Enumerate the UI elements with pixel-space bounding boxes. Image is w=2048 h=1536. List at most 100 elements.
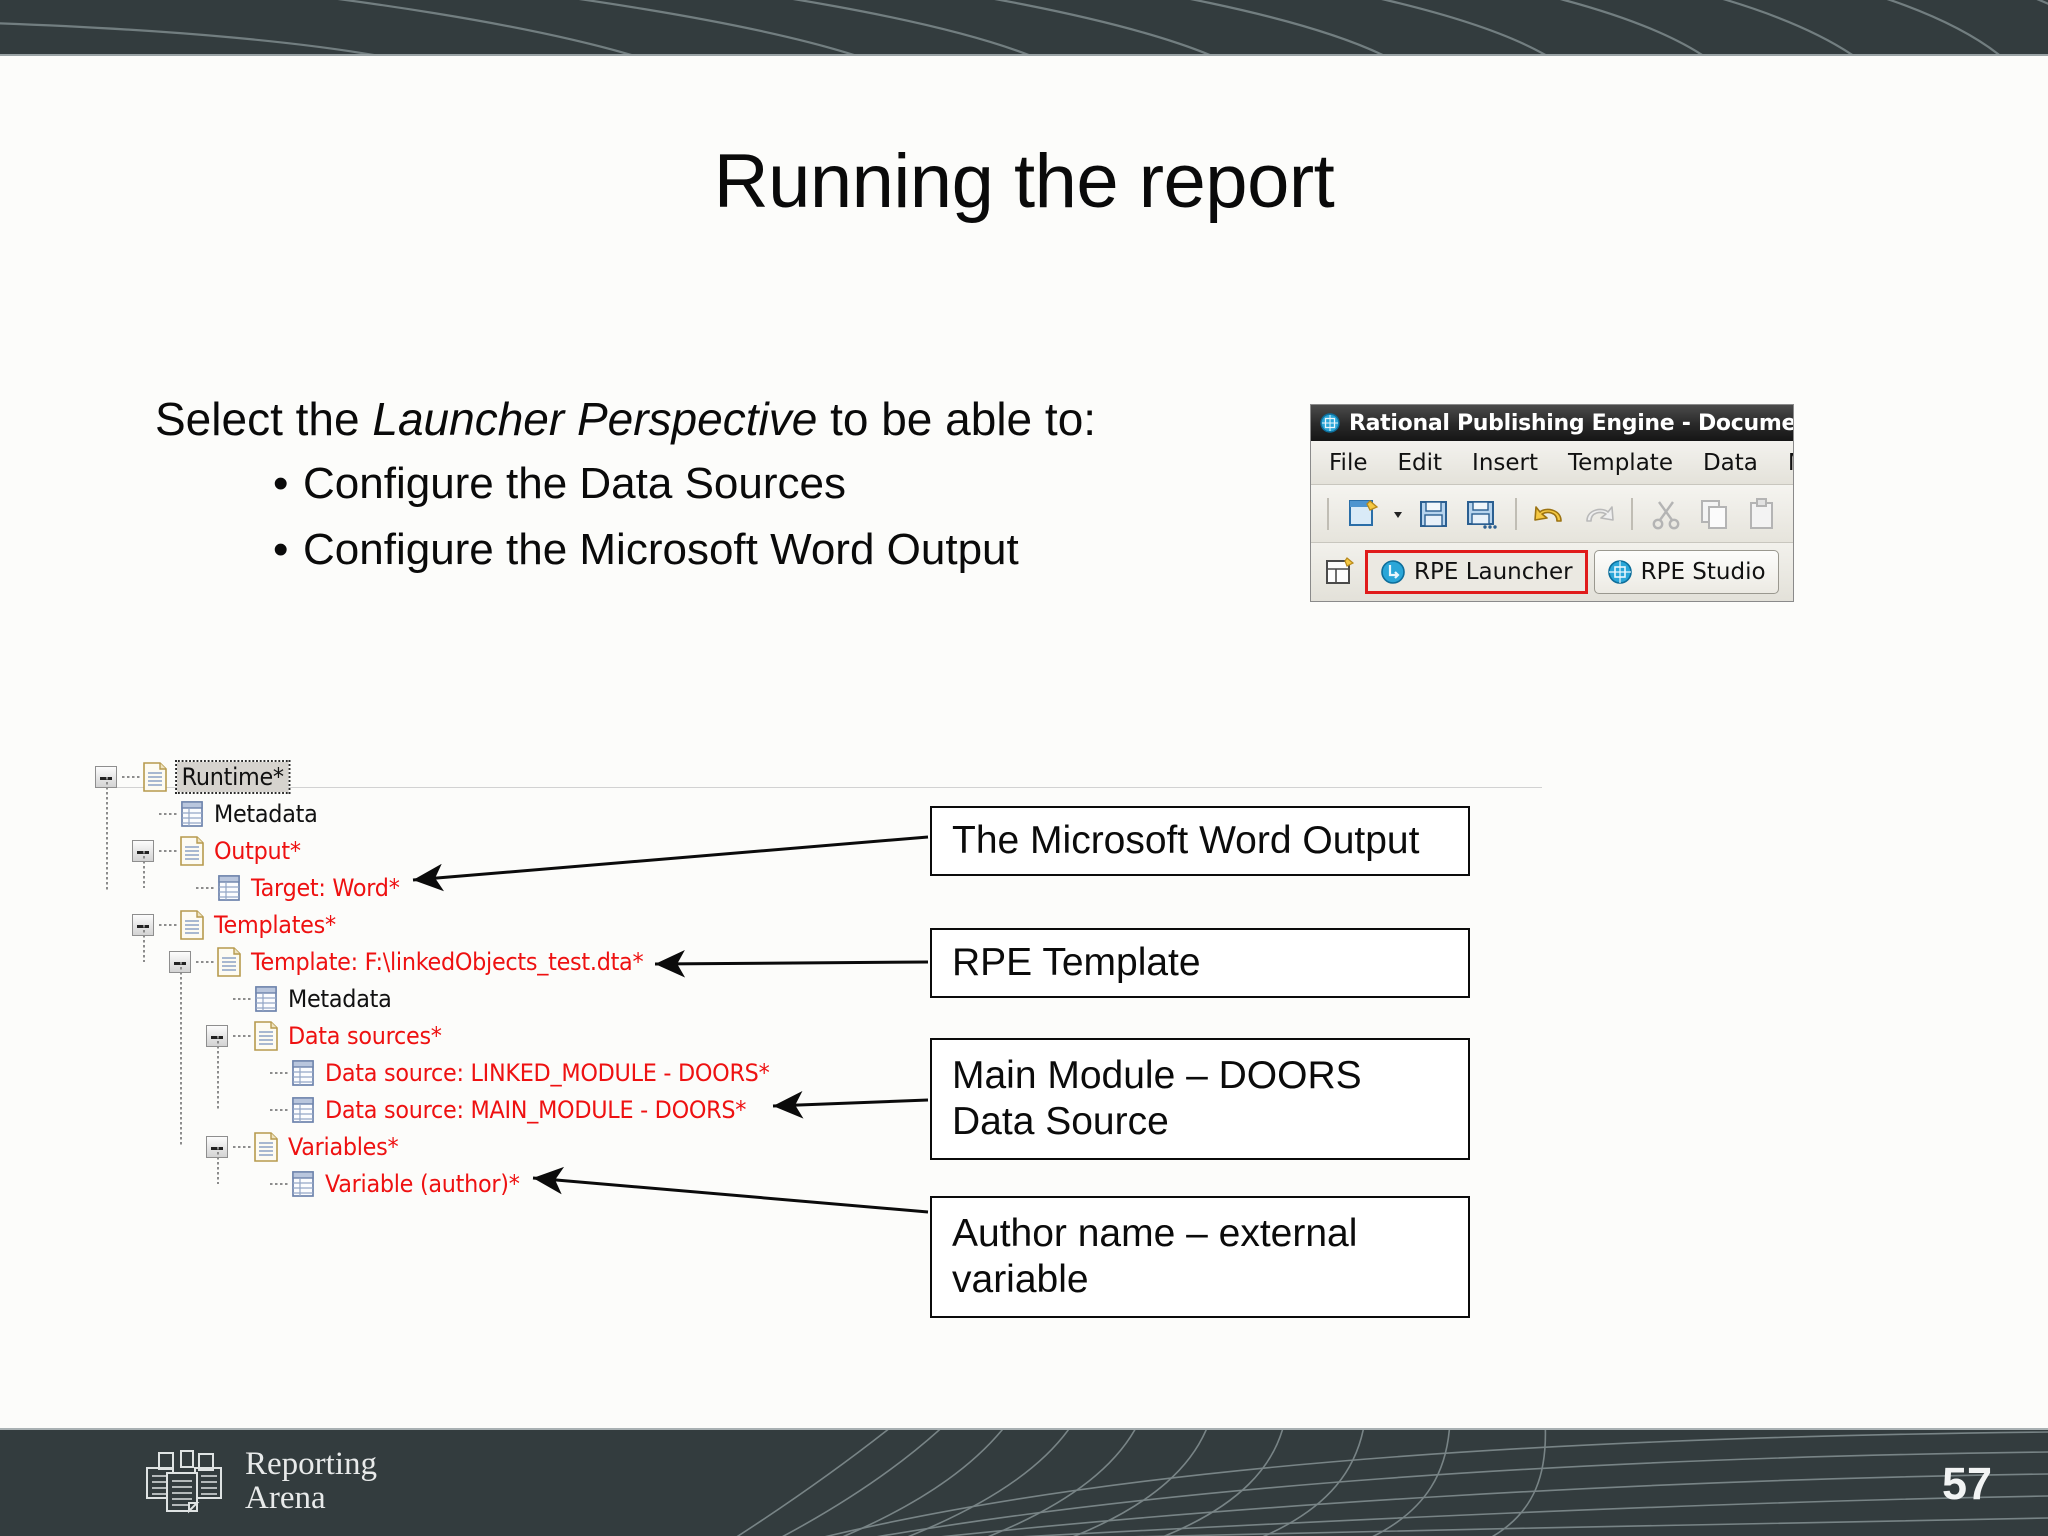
footer-mesh-pattern: [736, 1430, 2048, 1536]
cut-icon: [1652, 500, 1680, 529]
tree-node-output[interactable]: Output*: [95, 832, 803, 869]
body-text-block: Select the Launcher Perspective to be ab…: [155, 392, 1096, 578]
tree-connector-line: [217, 1036, 219, 1110]
tree-node-runtime[interactable]: Runtime*: [95, 758, 803, 795]
tree-node-label: Target: Word*: [251, 873, 400, 902]
tree-node-metadata[interactable]: Metadata: [95, 980, 803, 1017]
rpe-application-window: Rational Publishing Engine - Documen Fil…: [1310, 404, 1794, 602]
callout-box-1: The Microsoft Word Output: [930, 806, 1470, 876]
menu-item-master[interactable]: Maste: [1788, 450, 1793, 476]
rpe-perspective-bar[interactable]: RPE Launcher RPE Studio: [1311, 543, 1793, 601]
table-node-icon: [292, 1059, 314, 1086]
save-as-icon[interactable]: [1463, 495, 1501, 533]
tree-node-variable-author[interactable]: Variable (author)*: [95, 1165, 803, 1202]
tree-node-data-sources[interactable]: Data sources*: [95, 1017, 803, 1054]
rpe-launcher-label: RPE Launcher: [1414, 559, 1573, 585]
tree-connector-line: [159, 849, 177, 852]
undo-icon[interactable]: [1531, 495, 1569, 533]
bullet-glyph-icon: •: [273, 459, 289, 509]
header-swoosh-pattern: [0, 0, 2048, 54]
tree-node-data-source-linked-module-doors[interactable]: Data source: LINKED_MODULE - DOORS*: [95, 1054, 803, 1091]
reporting-arena-logo-icon: [146, 1449, 222, 1514]
tree-connector-line: [180, 962, 182, 1147]
tree-node-label: Template: F:\linkedObjects_test.dta*: [251, 947, 644, 976]
document-node-icon: [180, 835, 204, 866]
menu-item-file[interactable]: File: [1329, 449, 1368, 476]
document-node-icon: [217, 946, 241, 977]
runtime-document-tree[interactable]: Runtime* Metadata Output* Target: Word* …: [95, 758, 803, 1202]
tree-connector-line: [233, 1034, 251, 1037]
tree-connector-line: [233, 997, 251, 1000]
dropdown-arrow-icon[interactable]: [1391, 495, 1405, 533]
tree-connector-line: [122, 775, 140, 778]
tree-connector-line: [270, 1182, 288, 1185]
tree-node-metadata[interactable]: Metadata: [95, 795, 803, 832]
redo-icon: [1586, 505, 1614, 522]
document-node-icon: [254, 1131, 278, 1162]
tree-node-label: Templates*: [214, 910, 336, 939]
table-node-icon: [292, 1170, 314, 1197]
logo-line-2: Arena: [245, 1479, 326, 1516]
tree-connector-line: [196, 960, 214, 963]
toolbar-grip: [1327, 497, 1329, 530]
tree-connector-line: [159, 923, 177, 926]
copy-icon: [1701, 499, 1727, 529]
tree-node-target-word[interactable]: Target: Word*: [95, 869, 803, 906]
lead-suffix: to be able to:: [817, 393, 1097, 445]
callout-label: Main Module – DOORS Data Source: [952, 1053, 1362, 1143]
tree-connector-line: [196, 886, 214, 889]
table-node-icon: [255, 985, 277, 1012]
callout-label: Author name – external variable: [952, 1211, 1358, 1301]
table-node-icon: [218, 874, 240, 901]
rpe-title-bar: Rational Publishing Engine - Documen: [1311, 405, 1793, 441]
callout-box-2: RPE Template: [930, 928, 1470, 998]
bullet-label-2: Configure the Microsoft Word Output: [303, 525, 1019, 575]
rpe-launcher-perspective-button[interactable]: RPE Launcher: [1365, 550, 1588, 594]
tree-node-template-f-linkedobjects-test-dta[interactable]: Template: F:\linkedObjects_test.dta*: [95, 943, 803, 980]
bullet-label-1: Configure the Data Sources: [303, 459, 846, 509]
tree-node-label: Data sources*: [288, 1021, 442, 1050]
tree-node-label: Output*: [214, 836, 301, 865]
menu-item-insert[interactable]: Insert: [1472, 449, 1539, 476]
lead-prefix: Select the: [155, 393, 373, 445]
new-perspective-icon[interactable]: [1321, 553, 1359, 591]
tree-node-label: Metadata: [288, 984, 392, 1013]
document-node-icon: [180, 909, 204, 940]
slide-footer-band: [0, 1428, 2048, 1536]
new-document-icon[interactable]: [1343, 495, 1381, 533]
bullet-glyph-icon: •: [273, 525, 289, 575]
tree-divider-line: [98, 787, 1542, 788]
tree-connector-line: [270, 1071, 288, 1074]
callout-box-4: Author name – external variable: [930, 1196, 1470, 1318]
table-node-icon: [292, 1096, 314, 1123]
rpe-toolbar[interactable]: [1311, 485, 1793, 543]
logo-line-1: Reporting: [245, 1446, 377, 1482]
tree-node-label: Data source: MAIN_MODULE - DOORS*: [325, 1095, 747, 1124]
tree-connector-line: [143, 925, 145, 962]
rpe-app-icon: [1320, 413, 1340, 433]
bullet-item-2: • Configure the Microsoft Word Output: [155, 522, 1096, 578]
menu-item-template[interactable]: Template: [1568, 449, 1673, 476]
rpe-launcher-icon: [1381, 560, 1405, 584]
tree-node-templates[interactable]: Templates*: [95, 906, 803, 943]
tree-node-label: Variables*: [288, 1132, 399, 1161]
rpe-studio-perspective-button[interactable]: RPE Studio: [1593, 550, 1779, 594]
logo-wordmark: Reporting Arena: [245, 1446, 377, 1516]
callout-box-3: Main Module – DOORS Data Source: [930, 1038, 1470, 1160]
reporting-arena-logo: Reporting Arena: [143, 1446, 377, 1516]
save-icon[interactable]: [1415, 495, 1453, 533]
tree-connector-line: [159, 812, 177, 815]
rpe-menu-bar[interactable]: File Edit Insert Template Data Maste: [1311, 441, 1793, 485]
menu-item-edit[interactable]: Edit: [1397, 449, 1443, 476]
tree-node-label: Data source: LINKED_MODULE - DOORS*: [325, 1058, 770, 1087]
page-title: Running the report: [713, 139, 1335, 224]
tree-node-data-source-main-module-doors[interactable]: Data source: MAIN_MODULE - DOORS*: [95, 1091, 803, 1128]
tree-connector-line: [217, 1147, 219, 1184]
lead-sentence: Select the Launcher Perspective to be ab…: [155, 392, 1096, 446]
rpe-window-title: Rational Publishing Engine - Documen: [1349, 410, 1794, 436]
tree-node-label: Variable (author)*: [325, 1169, 520, 1198]
menu-item-data[interactable]: Data: [1702, 449, 1758, 476]
tree-connector-line: [270, 1108, 288, 1111]
tree-connector-line: [106, 777, 108, 892]
tree-node-variables[interactable]: Variables*: [95, 1128, 803, 1165]
